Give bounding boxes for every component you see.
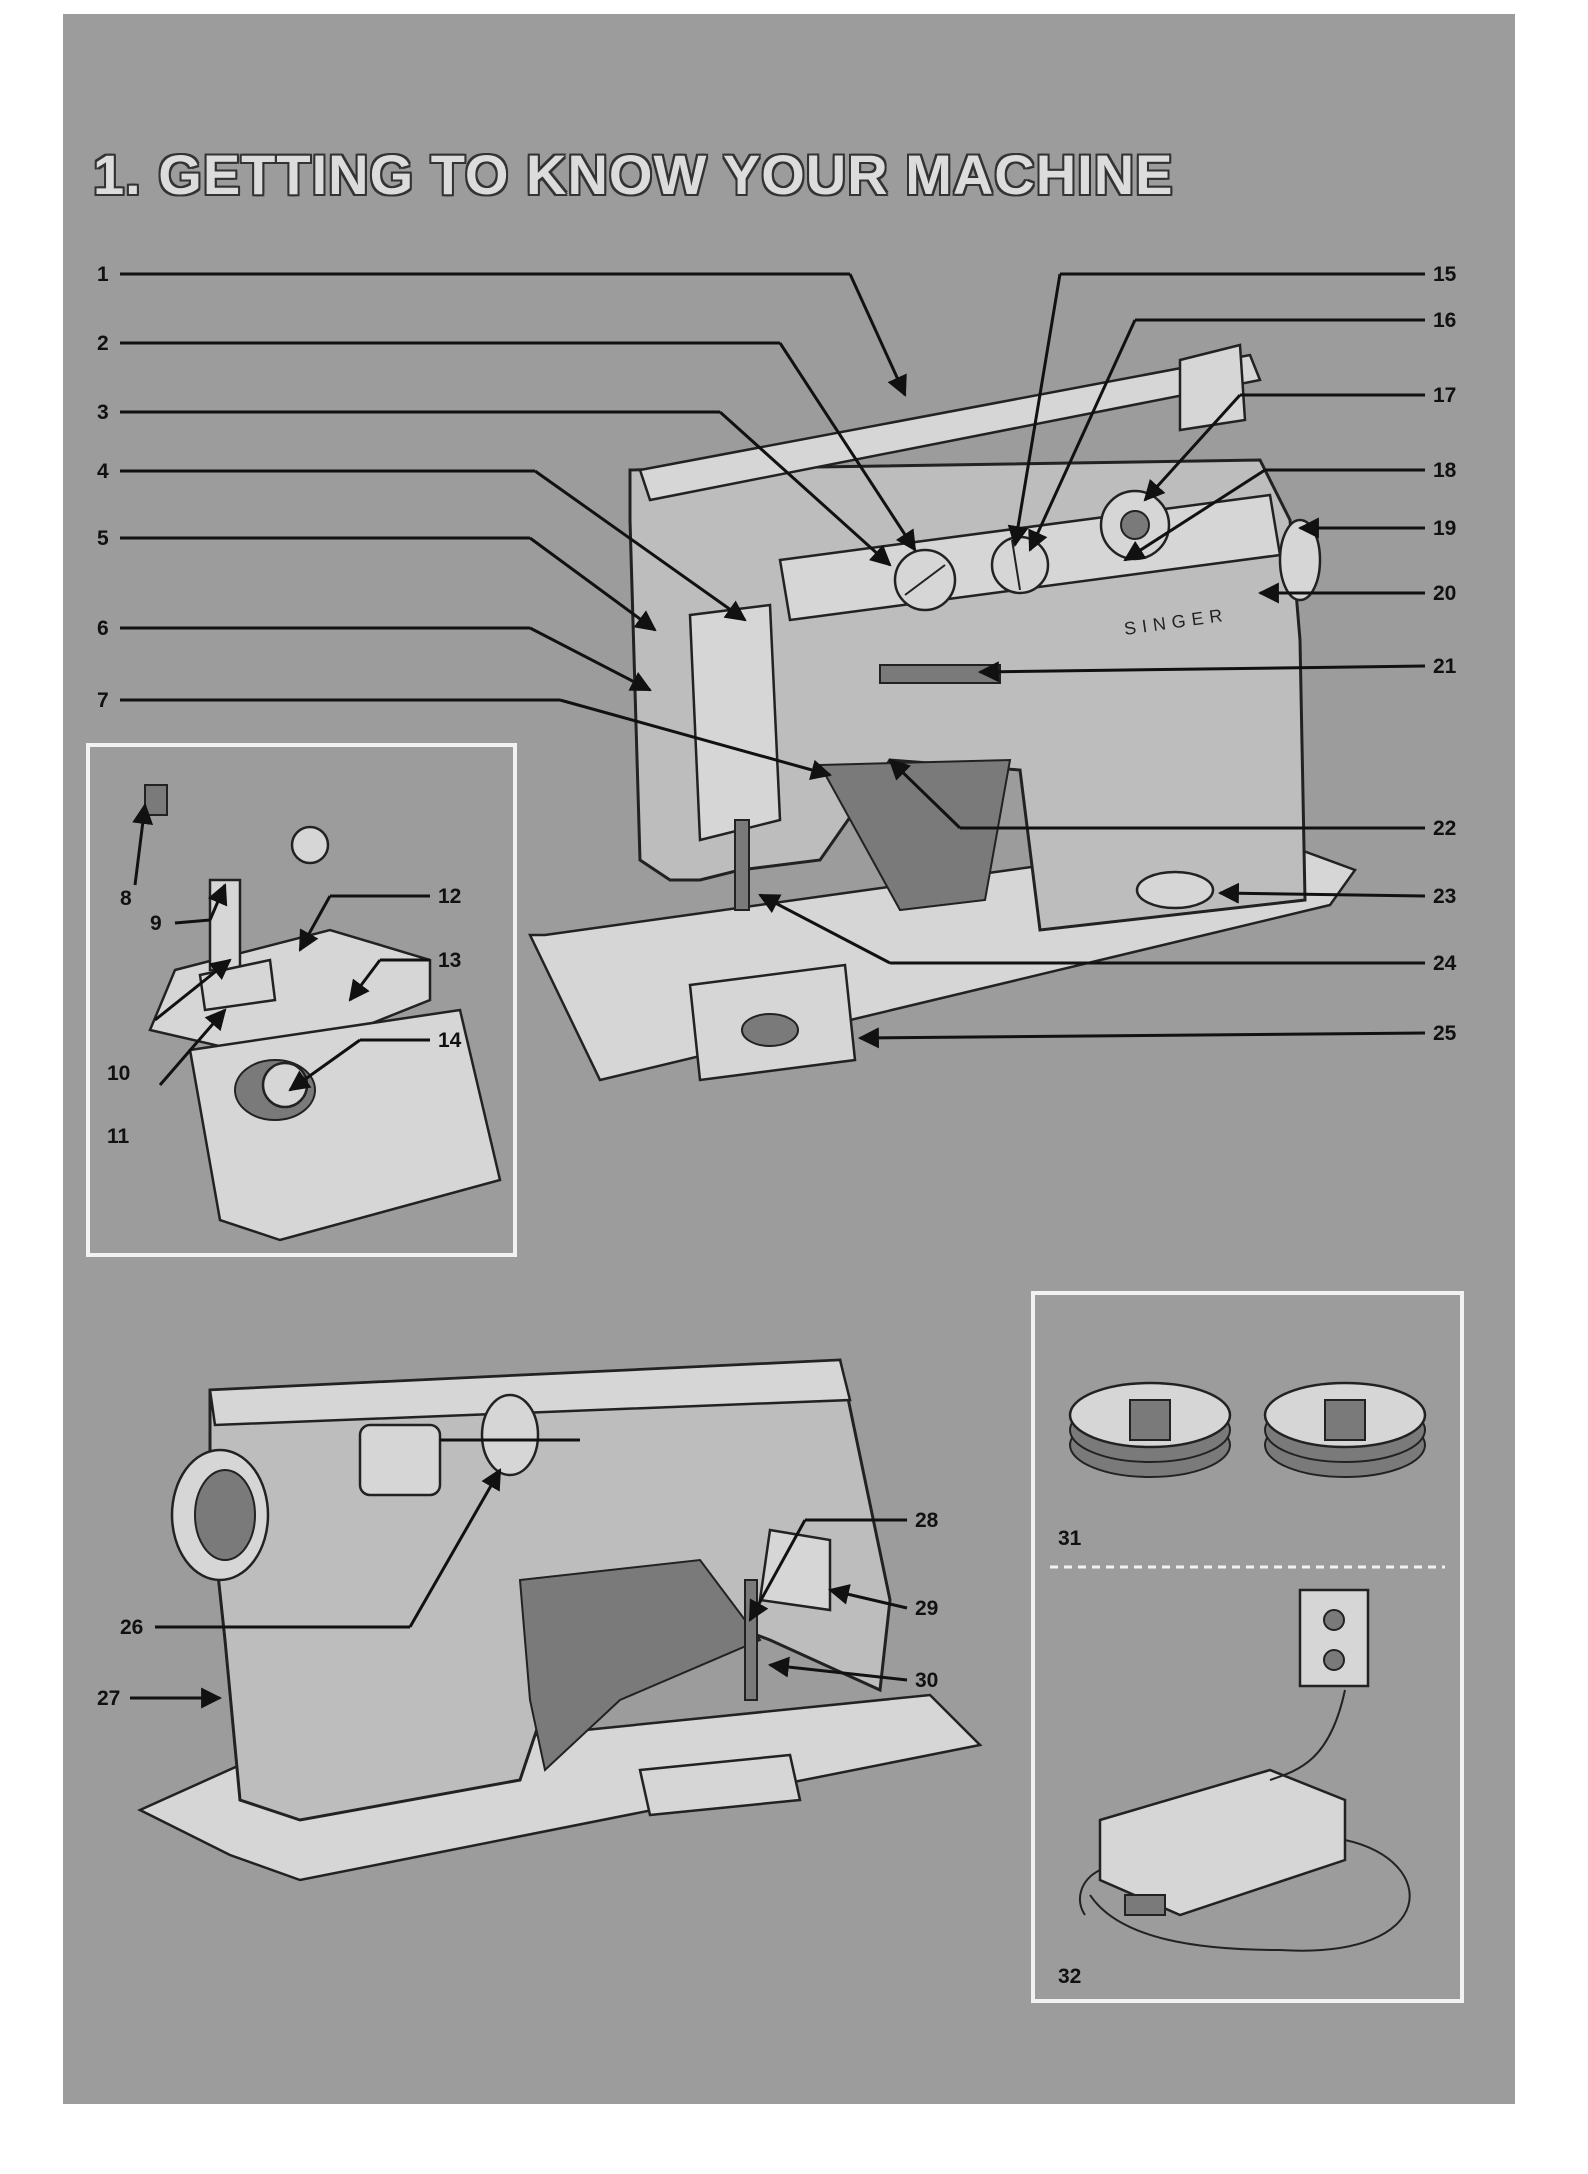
rear-machine-illustration (137, 1358, 983, 1882)
foot-controller (1098, 1768, 1347, 1917)
callout-30: 30 (915, 1669, 938, 1692)
handwheel (1278, 518, 1322, 602)
callout-1: 1 (97, 263, 109, 286)
callout-13: 13 (438, 949, 461, 972)
callout-29: 29 (915, 1597, 938, 1620)
callout-lines-bottom (130, 1468, 908, 1709)
callout-32: 32 (1058, 1965, 1081, 1988)
pattern-cam-right (1263, 1381, 1427, 1478)
callout-14: 14 (438, 1029, 462, 1052)
callout-15: 15 (1433, 263, 1457, 286)
callout-5: 5 (97, 527, 109, 550)
callout-11: 11 (107, 1125, 130, 1148)
callout-20: 20 (1433, 582, 1456, 605)
callout-2: 2 (97, 332, 109, 355)
callout-22: 22 (1433, 817, 1456, 840)
callout-lines-left (120, 272, 917, 781)
callout-10: 10 (107, 1062, 130, 1085)
inset-presser-foot (86, 743, 517, 1257)
callout-4: 4 (97, 460, 109, 483)
callout-8: 8 (120, 887, 132, 910)
callout-28: 28 (915, 1509, 939, 1532)
callout-23: 23 (1433, 885, 1456, 908)
main-machine-illustration: SINGER (528, 343, 1357, 1082)
callout-7: 7 (97, 689, 109, 712)
callout-19: 19 (1433, 517, 1456, 540)
callout-18: 18 (1433, 459, 1457, 482)
callout-16: 16 (1433, 309, 1456, 332)
wall-outlet (1298, 1588, 1370, 1688)
callout-26: 26 (120, 1616, 143, 1639)
callout-17: 17 (1433, 384, 1456, 407)
page-title: 1. GETTING TO KNOW YOUR MACHINE (93, 143, 1174, 206)
spool-pin (480, 1393, 540, 1477)
callout-6: 6 (97, 617, 109, 640)
callout-12: 12 (438, 885, 461, 908)
callout-21: 21 (1433, 655, 1457, 678)
callout-27: 27 (97, 1687, 120, 1710)
callout-24: 24 (1433, 952, 1457, 975)
callout-lines-right (758, 272, 1426, 1049)
pattern-cam-left (1068, 1381, 1232, 1478)
callout-9: 9 (150, 912, 162, 935)
callout-3: 3 (97, 401, 109, 424)
callout-numbers: 1 2 3 4 5 6 7 8 9 10 11 12 13 14 15 16 1… (97, 263, 1457, 1988)
callout-25: 25 (1433, 1022, 1457, 1045)
callout-31: 31 (1058, 1527, 1082, 1550)
inset-accessories (1031, 1291, 1464, 2003)
